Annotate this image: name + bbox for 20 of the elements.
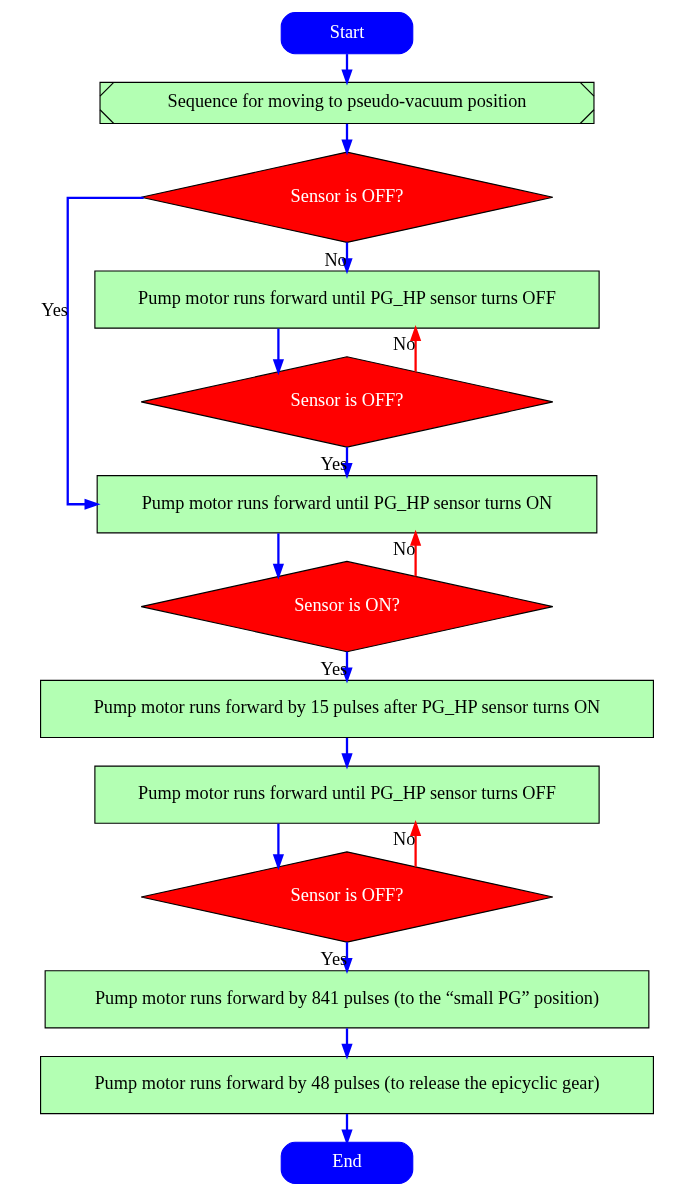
arrow — [272, 328, 284, 376]
node-box: Start — [280, 12, 413, 55]
node-diamond: Sensor is OFF? — [140, 151, 553, 243]
node-box: Pump motor runs forward by 15 pulses after PG_HP sensor turns ON — [39, 679, 654, 739]
arrow — [66, 196, 144, 510]
node-box: Pump motor runs forward by 48 pulses (to release the epicyclic gear) — [39, 1055, 654, 1115]
node-box: Pump motor runs forward until PG_HP sensor turns OFF — [93, 270, 600, 329]
edge-label: No — [392, 538, 415, 559]
node-box: Pump motor runs forward by 841 pulses (to the “small PG” position) — [44, 970, 649, 1029]
arrow — [409, 529, 421, 577]
node-box: Pump motor runs forward until PG_HP sensor turns ON — [96, 475, 597, 534]
arrow — [272, 533, 284, 580]
node-box: End — [280, 1141, 413, 1184]
arrow — [272, 823, 284, 871]
arrow — [409, 325, 421, 372]
edge-label: No — [392, 828, 415, 849]
edge-label: No — [323, 249, 347, 270]
edge-label: No — [392, 333, 415, 354]
node-box: Pump motor runs forward until PG_HP sensor turns OFF — [93, 765, 600, 824]
arrow — [409, 820, 421, 867]
